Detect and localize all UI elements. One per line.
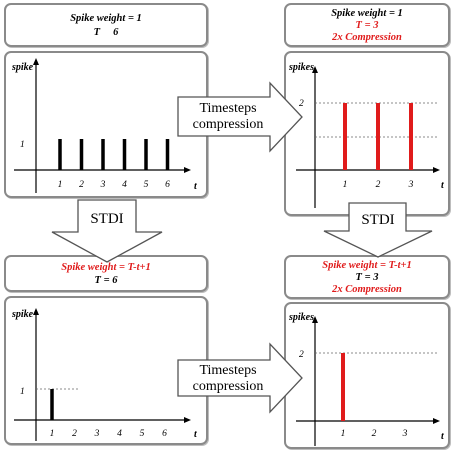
x-tick-label: 3 xyxy=(94,429,100,439)
x-tick-label: 1 xyxy=(58,180,63,190)
stdi-label: STDI xyxy=(90,211,123,227)
arrow-label-line1: Timesteps xyxy=(199,101,256,116)
x-tick-label: 2 xyxy=(372,429,377,439)
x-tick-label: 3 xyxy=(100,180,106,190)
x-tick-group: 1 2 3 4 5 6 xyxy=(50,429,168,439)
timesteps-compression-arrow-bottom: Timesteps compression xyxy=(177,342,303,414)
x-tick-label: 4 xyxy=(117,429,122,439)
y-tick-label: 2 xyxy=(299,350,304,360)
arrow-shape xyxy=(177,342,303,414)
spike-weight-label: Spike weight = T-t+1 xyxy=(322,260,412,271)
x-axis-label: t xyxy=(441,431,445,442)
x-tick-label: 3 xyxy=(402,429,408,439)
spike-bar xyxy=(79,139,84,170)
y-axis-label: spikes xyxy=(288,312,314,323)
y-tick-label: 1 xyxy=(20,140,25,150)
spike-bar xyxy=(341,353,345,421)
bottom-right-label-box: Spike weight = T-t+1 T = 3 2x Compressio… xyxy=(284,255,450,299)
compression-label: 2x Compression xyxy=(332,284,402,295)
spike-weight-label: Spike weight = 1 xyxy=(70,13,142,24)
y-axis-label: spike xyxy=(11,62,34,73)
spike-bar xyxy=(376,103,380,170)
x-tick-label: 5 xyxy=(144,180,149,190)
timesteps-label: T = 3 xyxy=(355,20,379,31)
spike-bar xyxy=(122,139,127,170)
spike-group xyxy=(343,103,413,170)
spike-bar xyxy=(165,139,170,170)
x-tick-label: 2 xyxy=(79,180,84,190)
top-right-label-box: Spike weight = 1 T = 3 2x Compression xyxy=(284,3,450,47)
arrow-label-line2: compression xyxy=(193,379,264,394)
spike-weight-label: Spike weight = 1 xyxy=(331,8,403,19)
spike-bar xyxy=(409,103,413,170)
x-tick-group: 1 2 3 xyxy=(341,429,408,439)
top-left-chart: spike t 1 1 2 3 4 5 6 xyxy=(11,58,198,193)
x-tick-label: 6 xyxy=(165,180,170,190)
stdi-arrow-left: STDI xyxy=(51,199,163,263)
stdi-arrow-right: STDI xyxy=(323,202,433,258)
bottom-right-panel xyxy=(284,302,450,449)
top-right-chart: spikes t 2 1 2 3 xyxy=(288,62,445,208)
y-tick-label: 2 xyxy=(299,99,304,109)
spike-group xyxy=(341,353,345,421)
spike-weight-label: Spike weight = T-t+1 xyxy=(61,262,151,273)
x-tick-label: 1 xyxy=(343,180,348,190)
timesteps-label: T = 3 xyxy=(355,272,379,283)
x-tick-label: 4 xyxy=(122,180,127,190)
y-axis-arrow xyxy=(312,316,318,323)
spike-bar xyxy=(50,389,54,420)
x-axis-arrow xyxy=(433,167,440,173)
spike-group xyxy=(58,139,170,170)
x-tick-group: 1 2 3 xyxy=(343,180,414,190)
top-right-panel xyxy=(284,51,450,216)
x-axis-arrow xyxy=(184,417,191,423)
x-axis-arrow xyxy=(184,167,191,173)
x-tick-group: 1 2 3 4 5 6 xyxy=(58,180,171,190)
y-tick-label: 1 xyxy=(20,387,25,397)
bottom-left-chart: spike t 1 1 2 3 4 5 6 xyxy=(11,308,198,441)
y-axis-arrow xyxy=(312,66,318,73)
timesteps-compression-arrow-top: Timesteps compression xyxy=(177,81,303,153)
y-axis-label: spikes xyxy=(288,62,314,73)
arrow-shape xyxy=(323,202,433,258)
x-axis-label: t xyxy=(194,429,198,440)
x-axis-arrow xyxy=(433,418,440,424)
spike-bar xyxy=(144,139,148,170)
y-axis-arrow xyxy=(33,58,39,65)
spike-bar xyxy=(58,139,62,170)
timesteps-label: T 6 xyxy=(93,27,119,38)
x-axis-label: t xyxy=(441,180,445,191)
arrow-label-line2: compression xyxy=(193,117,264,132)
y-axis-label: spike xyxy=(11,309,34,320)
x-tick-label: 6 xyxy=(162,429,167,439)
bottom-right-chart: spikes t 2 1 2 3 xyxy=(288,312,445,446)
x-tick-label: 2 xyxy=(376,180,381,190)
x-tick-label: 1 xyxy=(50,429,55,439)
arrow-shape xyxy=(51,199,163,263)
stdi-label: STDI xyxy=(361,212,394,228)
top-left-label-box: Spike weight = 1 T 6 xyxy=(4,3,208,47)
spike-bar xyxy=(101,139,105,170)
x-tick-label: 2 xyxy=(72,429,77,439)
spike-bar xyxy=(343,103,347,170)
arrow-label-line1: Timesteps xyxy=(199,363,256,378)
x-axis-label: t xyxy=(194,181,198,192)
y-axis-arrow xyxy=(33,308,39,315)
x-tick-label: 5 xyxy=(140,429,145,439)
compression-label: 2x Compression xyxy=(332,32,402,43)
x-tick-label: 3 xyxy=(408,180,414,190)
timesteps-label: T = 6 xyxy=(94,275,118,286)
arrow-shape xyxy=(177,81,303,153)
spike-group xyxy=(50,389,54,420)
x-tick-label: 1 xyxy=(341,429,346,439)
